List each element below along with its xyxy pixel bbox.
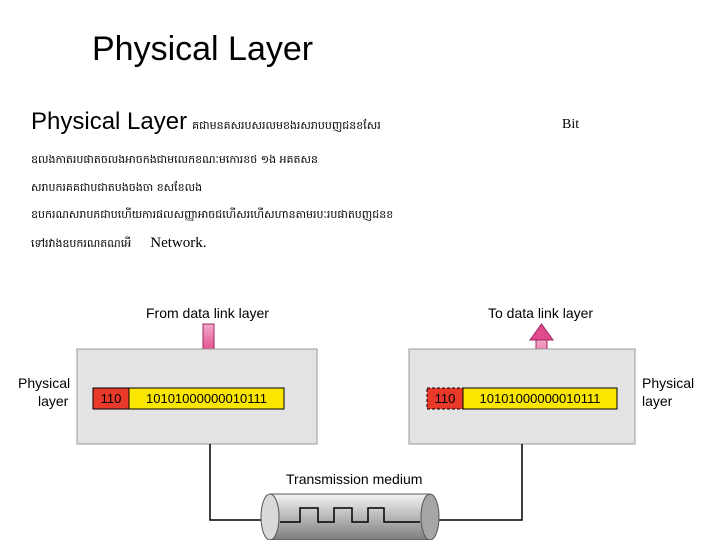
slide-title: Physical Layer bbox=[92, 30, 314, 68]
body-text-line-3: សរាបករគគជាបជាតបងចងចា ខសខែលង bbox=[31, 181, 203, 194]
right-header-bits: 110 bbox=[435, 391, 456, 406]
bit-term: Bit bbox=[562, 117, 580, 132]
body-text-line-5: ទៅរវាងឧបករណតណអើ Network. bbox=[31, 232, 207, 253]
from-data-link-label: From data link layer bbox=[146, 305, 269, 321]
right-connector-line bbox=[432, 444, 523, 521]
transmission-medium-pipe bbox=[260, 493, 440, 540]
network-term: Network. bbox=[150, 235, 207, 251]
section-heading: Physical Layer bbox=[31, 108, 188, 135]
transmission-medium-label: Transmission medium bbox=[286, 471, 422, 487]
body-text-line-5-khmer: ទៅរវាងឧបករណតណអើ bbox=[31, 237, 132, 250]
body-text-line-2: ឧលងកាតរបផាតចលងអាចកងជាមលេកខណៈមកោរខថ ១ង អគ… bbox=[31, 153, 318, 166]
right-data-bits: 10101000000010111 bbox=[480, 391, 601, 406]
right-layer-label-line-1: Physical bbox=[642, 375, 694, 391]
to-data-link-label: To data link layer bbox=[488, 305, 593, 321]
heading-line: Physical Layer គជាមនគសរបសរលមខងរសរាបបញជនខ… bbox=[31, 108, 381, 136]
right-data-field bbox=[462, 387, 618, 410]
body-text-line-1: គជាមនគសរបសរលមខងរសរាបបញជនខសែរ bbox=[192, 119, 381, 132]
right-layer-label-line-2: layer bbox=[642, 393, 673, 409]
left-layer-label-line-1: Physical bbox=[18, 375, 70, 391]
left-connector-line bbox=[209, 444, 270, 521]
body-text-line-4: ឧបករណសរាបភជាបហើយការផលសញ្ញាអាចជហើសរហើសហាន… bbox=[31, 208, 394, 221]
left-data-bits: 10101000000010111 bbox=[146, 391, 267, 406]
left-data-field bbox=[128, 387, 285, 410]
left-layer-label-line-2: layer bbox=[38, 393, 69, 409]
signal-waveform bbox=[280, 507, 420, 523]
left-header-bits: 110 bbox=[101, 391, 122, 406]
